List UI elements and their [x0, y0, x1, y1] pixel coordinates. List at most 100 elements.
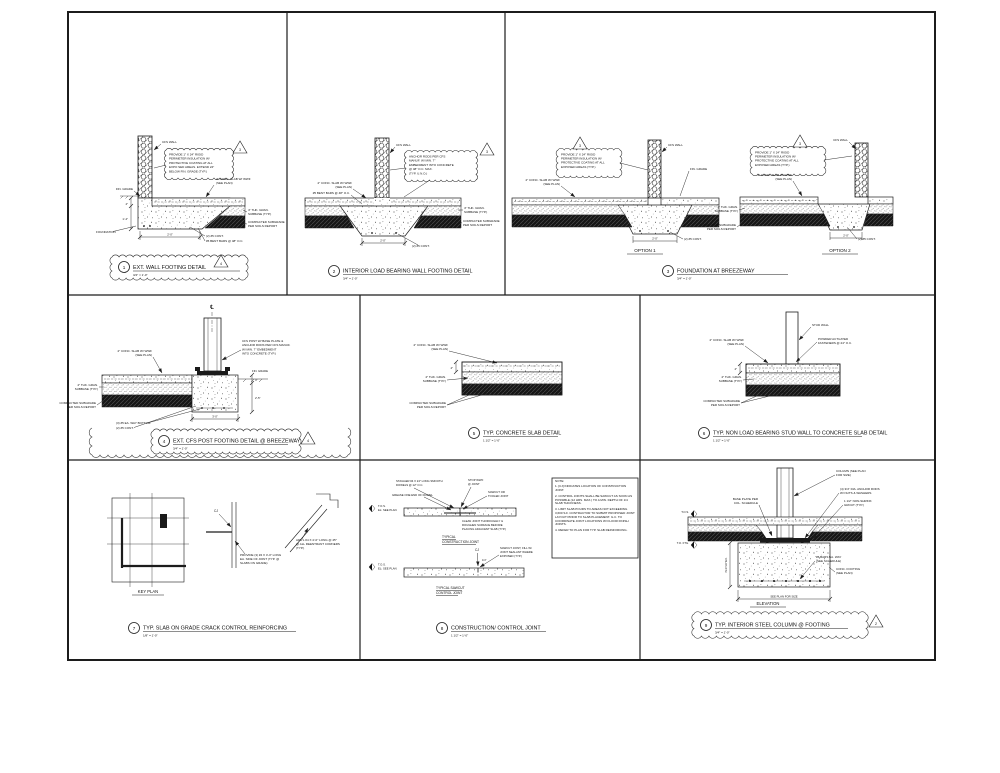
- subgrade-section: [680, 214, 720, 228]
- notes-box-border: [551, 477, 639, 559]
- footing-section: [191, 374, 239, 413]
- leader-line: [446, 391, 493, 406]
- dim-label: 4": [125, 202, 128, 206]
- slab-section: [403, 567, 525, 578]
- rebar-dot: [797, 580, 799, 582]
- note-item: 2. CONTROL JOINTS SHALL BE SAWCUT AS SOO…: [555, 493, 633, 506]
- annotation: 4" THK. GRAN.: [77, 383, 98, 387]
- scale-label: 3/4" = 1'-0": [677, 277, 692, 281]
- leader-line: [446, 390, 479, 406]
- leader-line: [389, 167, 407, 171]
- revision-triangle-number: 3: [799, 142, 801, 146]
- sublabel: CONSTRUCTION JOINT: [442, 540, 479, 544]
- annotation: CLEAN JOINT THOROUGHLY &: [462, 519, 503, 523]
- dim-label: SEE PLAN FOR SIZE: [770, 595, 797, 599]
- annotation: #5 BENT BARS @ 48" O.C.: [313, 191, 350, 195]
- detail-number: 2: [333, 269, 336, 274]
- annotation: SLABS ON GRADE): [240, 561, 268, 565]
- revision-cloud-detail: [88, 427, 352, 458]
- annotation: JOINT SEALANT WHERE: [500, 550, 533, 554]
- note-line: EXPOSED AREAS (TYP.): [755, 163, 789, 167]
- annotation: EA. SIDE OF JOINT (TYP. @: [240, 557, 279, 561]
- annotation: (SEE PLAN): [216, 181, 233, 185]
- sublabel: ELEVATION: [757, 601, 780, 606]
- detail-number: 6: [703, 431, 706, 436]
- detail-number-bubble: [158, 435, 170, 447]
- detail-9: SEE PLAN FOR SIZE PER SCHED. T.O.S. T.O.…: [677, 467, 884, 639]
- annotation: (2) #5 CONT.: [206, 234, 224, 238]
- detail-1-titleblock: 1 EXT. WALL FOOTING DETAIL 3/4" = 1'-0" …: [109, 254, 249, 281]
- subgrade-section: [863, 213, 894, 227]
- note-line: EXPOSED AREAS (TYP.): [561, 165, 595, 169]
- revision-triangle: [792, 134, 808, 148]
- diagonal-bar: [289, 508, 328, 553]
- leader-line: [619, 162, 649, 171]
- leader-line: [740, 391, 787, 404]
- annotation: COMPACTED SUBGRADE: [703, 399, 740, 403]
- leader-line: [476, 552, 480, 567]
- detail-number-bubble: [468, 427, 480, 439]
- dim-label: 1'-4": [122, 217, 128, 221]
- leader-line: [795, 341, 818, 363]
- detail-number-bubble: [328, 265, 340, 277]
- revision-triangle: [232, 140, 248, 154]
- dim-tick: [249, 372, 255, 415]
- leader-line: [793, 474, 836, 497]
- leader-line: [221, 349, 242, 361]
- annotation: PER SOILS REPORT: [67, 405, 96, 409]
- leader-line: [389, 146, 396, 154]
- slab-section: [660, 197, 720, 206]
- annotation: CFS WALL: [396, 143, 411, 147]
- detail-3-option-1: PROVIDE 1" X 24" RIGID PERIMETER INSULAT…: [511, 136, 720, 255]
- rebar-dot: [223, 407, 225, 409]
- leader-line: [823, 155, 853, 161]
- dim-tick: [189, 416, 241, 422]
- leader-line: [403, 179, 431, 198]
- annotation: SUBBASE (TYP.): [248, 212, 271, 216]
- annotation: TOOLED JOINT: [488, 494, 509, 498]
- note-line: PERIMETER INSULATION W/: [169, 157, 210, 161]
- annotation: @ JOINT: [468, 482, 480, 486]
- detail-7-titleblock: 7 TYP. SLAB ON GRADE CRACK CONTROL REINF…: [128, 622, 296, 638]
- revision-cloud-note: [164, 148, 234, 180]
- dim-tick: [453, 359, 459, 375]
- leader-line: [350, 194, 363, 205]
- subgrade-section: [739, 213, 831, 227]
- leader-line: [669, 231, 684, 240]
- note-line: @ 48" O.C. MAX.: [409, 167, 433, 171]
- leader-line: [446, 376, 469, 381]
- detail-number-bubble: [118, 261, 130, 273]
- rebar-dot: [809, 580, 811, 582]
- detail-number: 8: [441, 626, 444, 631]
- diagonal-bar: [284, 504, 323, 549]
- annotation: SAWCUT OR: [488, 490, 505, 494]
- annotation: 4" CONC. SLAB W/ WWF: [216, 177, 251, 181]
- annotation: CONC. FOOTING: [836, 567, 861, 571]
- wall-section: [647, 139, 662, 199]
- annotation: EL: SEE PLAN: [378, 508, 397, 512]
- sublabel: CONTROL JOINT: [436, 591, 462, 595]
- detail-8-titleblock: 8 CONSTRUCTION/ CONTROL JOINT 1 1/2" = 1…: [436, 622, 546, 638]
- leader-line: [197, 227, 206, 242]
- detail-5: 4" 4" CONC. SLAB W/ WWF (SEE PLAN) 4" TH…: [409, 343, 563, 443]
- annotation: 4" THK. GRAN.: [425, 375, 446, 379]
- leader-line: [798, 326, 812, 341]
- rebar-dot: [639, 230, 641, 232]
- annotation: 4" THK. GRAN.: [717, 205, 738, 209]
- title-cloud: [109, 254, 249, 281]
- annotation: (SEE PLAN): [836, 571, 853, 575]
- detail-number: 7: [133, 626, 136, 631]
- annotation: T.O.S.: [378, 563, 386, 567]
- detail-7: KEY PLAN CJ PROVIDE (3) #4 X 4'-0" LONG …: [107, 493, 340, 638]
- annotation: (2) #5 CONT.: [116, 426, 134, 430]
- annotation: (4) 3/4" DIA. ANCHOR RODS: [840, 487, 880, 491]
- rebar-dot: [853, 226, 855, 228]
- annotation: COMPACTED SUBGRADE: [248, 220, 285, 224]
- annotation: 4" CONC. SLAB W/ WWF: [757, 173, 792, 177]
- grade-hatch: [120, 195, 138, 199]
- dim-label: 2'-0": [652, 237, 658, 241]
- note-line: PROVIDE 1" X 24" RIGID: [561, 153, 596, 157]
- detail-number: 4: [163, 439, 166, 444]
- key-plan: KEY PLAN: [107, 493, 189, 596]
- annotation: W/ NUTS & WASHERS: [840, 491, 871, 495]
